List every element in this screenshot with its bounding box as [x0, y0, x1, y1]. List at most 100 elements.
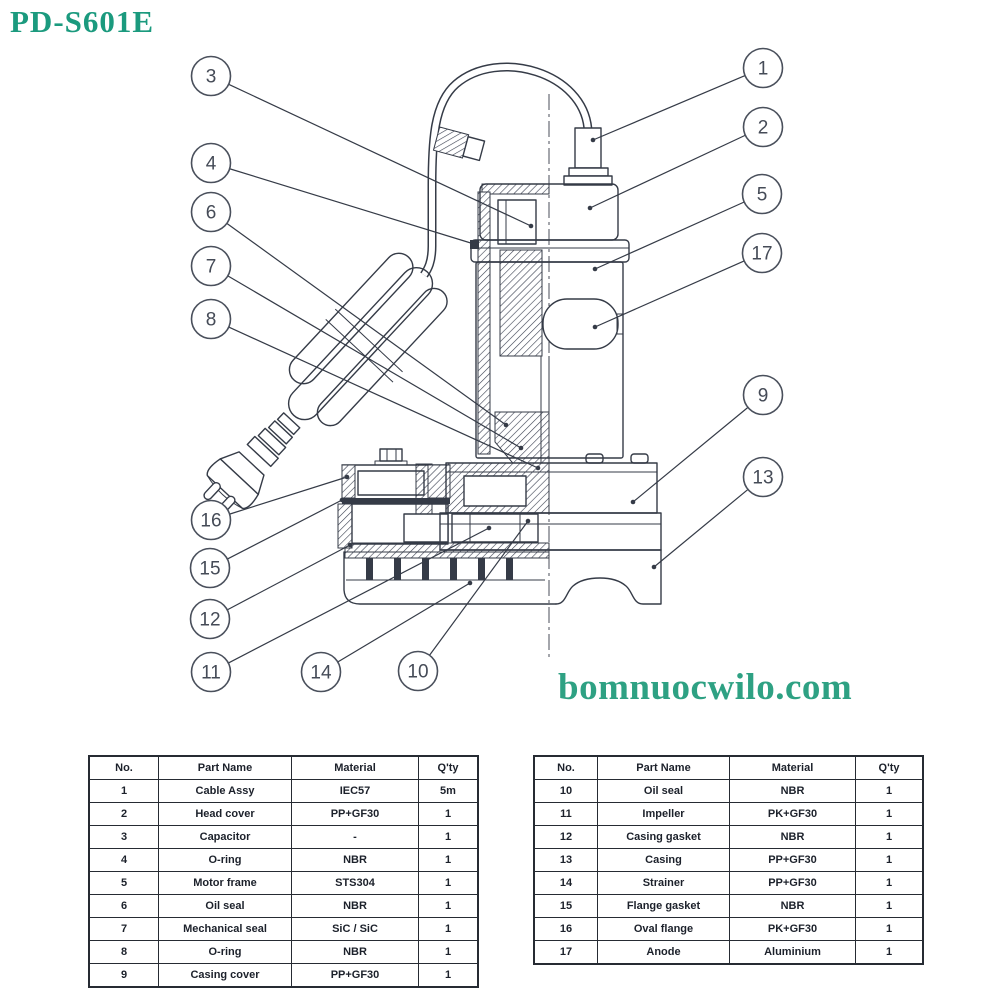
- leader-dot: [467, 580, 473, 586]
- leader-dot: [528, 223, 534, 229]
- table-cell: 10: [533, 779, 598, 803]
- table-cell: PK+GF30: [729, 802, 856, 826]
- table-cell: 15: [533, 894, 598, 918]
- table-cell: O-ring: [158, 940, 292, 964]
- table-cell: Mechanical seal: [158, 917, 292, 941]
- table-cell: NBR: [291, 940, 419, 964]
- callout-circle: [742, 374, 784, 416]
- leader-dot: [486, 525, 492, 531]
- callout-circle: [742, 47, 784, 89]
- column-header: Part Name: [158, 755, 292, 780]
- table-cell: 1: [855, 825, 924, 849]
- table-cell: 1: [418, 871, 479, 895]
- table-cell: Casing cover: [158, 963, 292, 988]
- callout-circle: [190, 55, 232, 97]
- leader-dot: [630, 499, 636, 505]
- callout-number: 10: [407, 662, 428, 683]
- table-cell: 1: [418, 848, 479, 872]
- table-cell: NBR: [729, 894, 856, 918]
- table-cell: 16: [533, 917, 598, 941]
- callout-number: 1: [758, 59, 769, 80]
- leader-line: [589, 134, 746, 209]
- table-cell: 1: [855, 940, 924, 965]
- table-cell: Anode: [597, 940, 730, 965]
- table-cell: 5m: [418, 779, 479, 803]
- leader-line: [594, 260, 745, 328]
- table-cell: Cable Assy: [158, 779, 292, 803]
- callout-circle: [741, 173, 783, 215]
- table-cell: Aluminium: [729, 940, 856, 965]
- leader-line: [226, 544, 351, 611]
- table-cell: Casing: [597, 848, 730, 872]
- leader-line: [632, 406, 749, 503]
- table-cell: 1: [418, 894, 479, 918]
- callout-number: 3: [206, 67, 217, 88]
- column-header: Material: [729, 755, 856, 780]
- anode-part: [542, 298, 619, 350]
- callout-circle: [190, 651, 232, 693]
- head-cover-section: [481, 183, 550, 195]
- table-cell: NBR: [729, 825, 856, 849]
- table-cell: 1: [855, 917, 924, 941]
- table-cell: PP+GF30: [729, 871, 856, 895]
- table-cell: 7: [88, 917, 159, 941]
- leader-dot: [525, 518, 531, 524]
- table-cell: Oval flange: [597, 917, 730, 941]
- table-cell: 13: [533, 848, 598, 872]
- capacitor-part: [497, 199, 537, 245]
- leader-line: [592, 75, 746, 141]
- table-cell: Oil seal: [158, 894, 292, 918]
- table-cell: 14: [533, 871, 598, 895]
- callout-number: 14: [310, 663, 332, 684]
- callout-number: 9: [758, 386, 769, 407]
- leader-dot: [503, 422, 509, 428]
- leader-line: [337, 582, 471, 663]
- table-cell: NBR: [291, 848, 419, 872]
- table-cell: 1: [418, 802, 479, 826]
- table-cell: 1: [855, 779, 924, 803]
- column-header: Q'ty: [855, 755, 924, 780]
- leader-dot: [592, 266, 598, 272]
- table-cell: 8: [88, 940, 159, 964]
- watermark-text: bomnuocwilo.com: [558, 667, 853, 708]
- callout-number: 17: [751, 244, 772, 265]
- motor-wall-section: [477, 191, 491, 455]
- leader-line: [228, 83, 532, 227]
- table-cell: 9: [88, 963, 159, 988]
- table-cell: 4: [88, 848, 159, 872]
- leader-dot: [535, 465, 541, 471]
- leader-dot: [592, 324, 598, 330]
- column-header: No.: [533, 755, 598, 780]
- callout-circle: [189, 547, 231, 589]
- callout-number: 6: [206, 203, 217, 224]
- leader-dot: [471, 241, 477, 247]
- table-cell: NBR: [729, 779, 856, 803]
- table-cell: 1: [418, 917, 479, 941]
- callout-circle: [189, 598, 231, 640]
- table-cell: 1: [855, 848, 924, 872]
- callout-circle: [742, 106, 784, 148]
- table-cell: PP+GF30: [291, 802, 419, 826]
- table-cell: 12: [533, 825, 598, 849]
- table-cell: 6: [88, 894, 159, 918]
- callout-number: 7: [206, 257, 217, 278]
- stator-section: [499, 249, 543, 357]
- callout-circle: [742, 456, 784, 498]
- table-cell: 1: [418, 940, 479, 964]
- table-cell: Casing gasket: [597, 825, 730, 849]
- table-cell: 1: [855, 894, 924, 918]
- column-header: No.: [88, 755, 159, 780]
